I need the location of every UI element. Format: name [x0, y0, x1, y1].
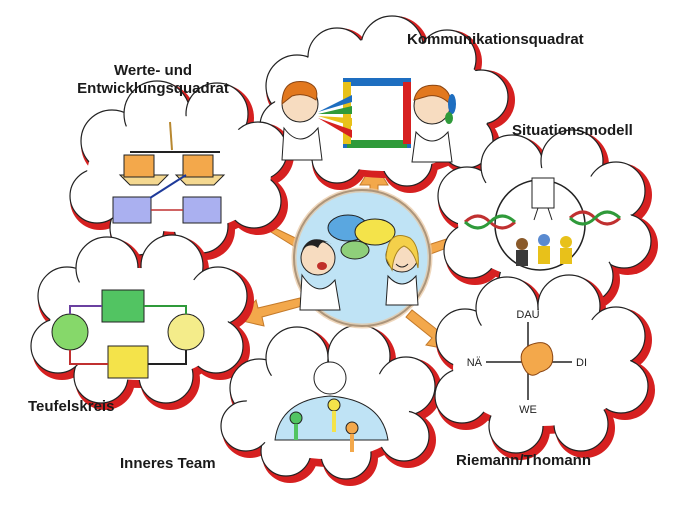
label-situationsmodell: Situationsmodell: [512, 122, 633, 139]
body-outline: [274, 395, 389, 441]
person-right: [385, 235, 419, 306]
situation-illustration: [463, 177, 622, 271]
axis-label-left: NÄ: [467, 357, 483, 369]
personality-shape: [520, 342, 554, 376]
inneres-team-illustration: [274, 361, 389, 452]
development-box-left: [112, 196, 152, 224]
square-yellow-bottom: [107, 345, 149, 379]
center-circle: [291, 187, 433, 329]
value-box-right: [182, 154, 214, 178]
axis-label-top: DAU: [516, 309, 539, 321]
label-werte-line2: Entwicklungsquadrat: [77, 80, 229, 97]
development-box-right: [182, 196, 222, 224]
person-left: [299, 239, 341, 311]
receiver-person: [411, 84, 456, 163]
value-box-left: [123, 154, 155, 178]
label-riemann-thomann: Riemann/Thomann: [456, 452, 592, 469]
label-teufelskreis: Teufelskreis: [28, 398, 115, 415]
teufelskreis-illustration: [51, 289, 205, 379]
label-werte-entwicklungsquadrat: Werte- und Entwicklungsquadrat: [68, 62, 238, 98]
label-werte-line1: Werte- und: [113, 62, 193, 79]
square-green-top: [101, 289, 145, 323]
werte-illustration: [112, 121, 226, 224]
sender-person: [281, 80, 323, 161]
cloud-werte: [69, 80, 294, 262]
flipchart: [531, 177, 555, 209]
message-fan: [318, 95, 352, 112]
speech-bubble-yellow: [354, 218, 396, 246]
head-outline: [313, 361, 347, 395]
label-kommunikationsquadrat: Kommunikationsquadrat: [407, 31, 584, 48]
circle-yellow-right: [167, 313, 205, 351]
speech-bubble-green: [340, 240, 370, 260]
riemann-illustration: DAU NÄ DI WE: [467, 309, 587, 416]
kommunikation-illustration: [281, 78, 456, 163]
circle-green-left: [51, 313, 89, 351]
cloud-riemann: [434, 274, 655, 460]
axis-label-right: DI: [576, 357, 587, 369]
axis-label-bottom: WE: [519, 404, 537, 416]
label-inneres-team: Inneres Team: [120, 455, 216, 472]
arrow-left: [237, 297, 303, 327]
team-members: [289, 398, 359, 452]
